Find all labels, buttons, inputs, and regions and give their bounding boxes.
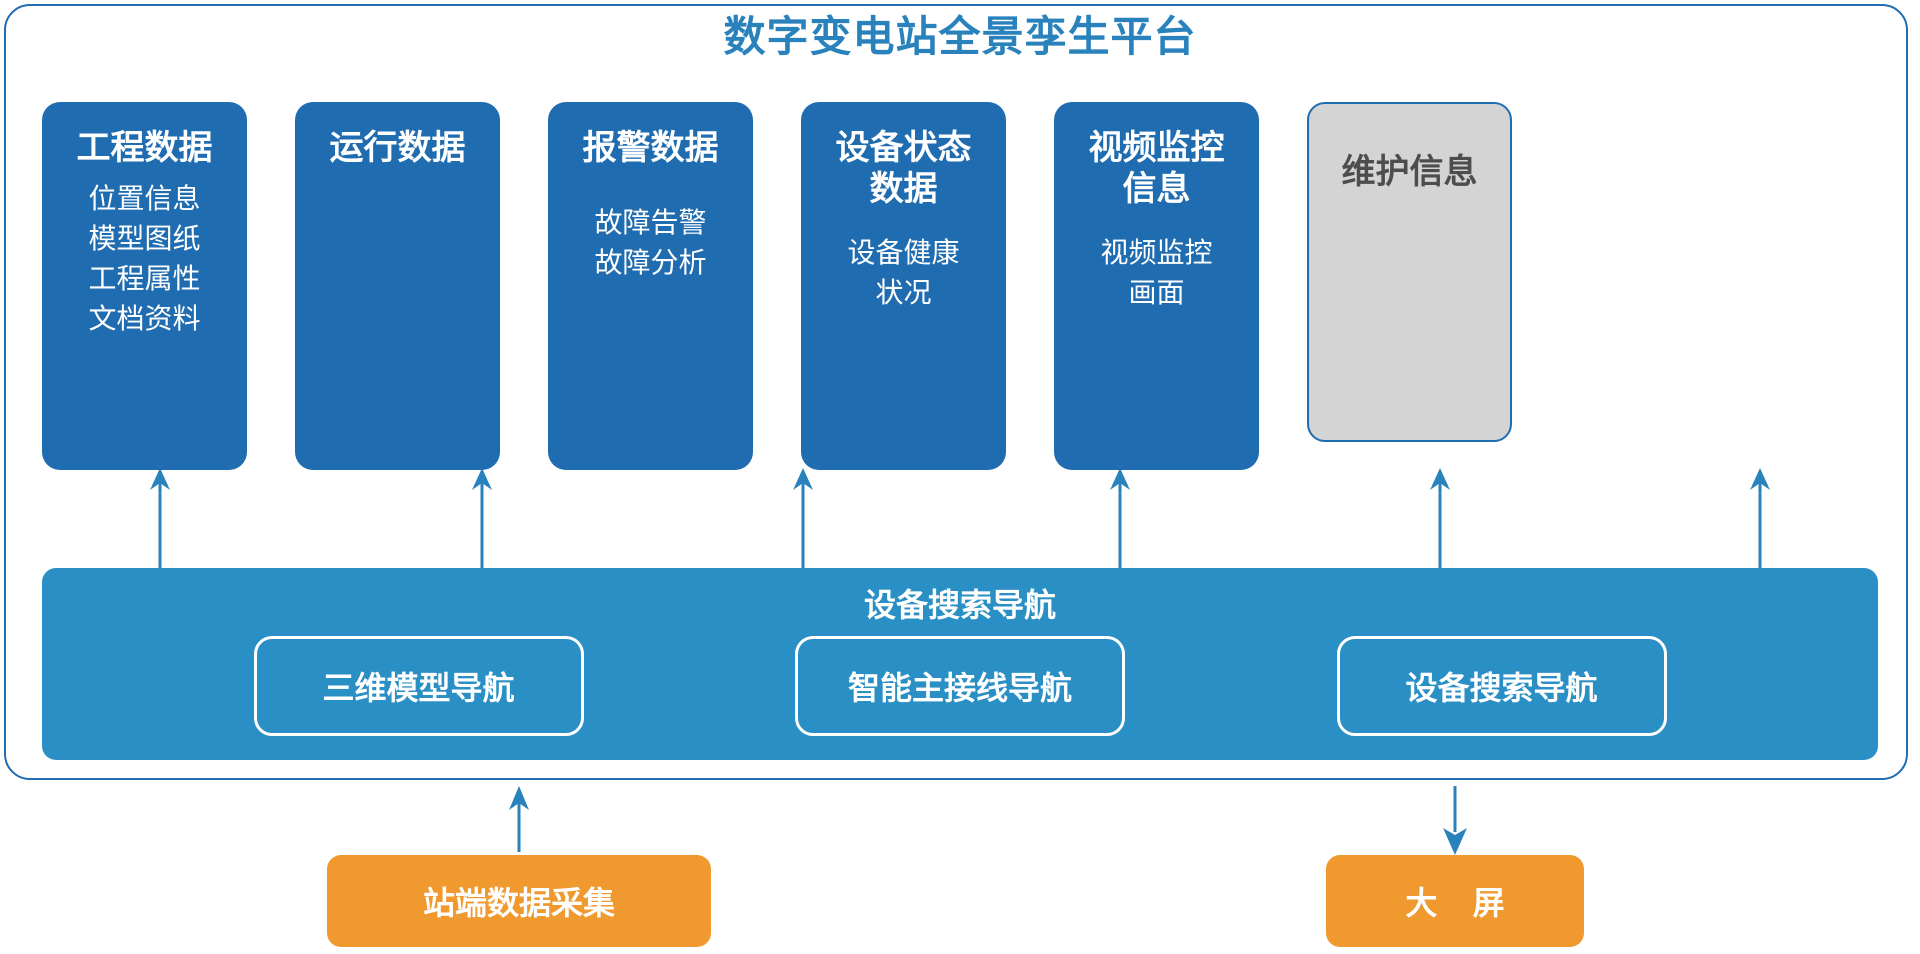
card-title: 运行数据 xyxy=(329,128,466,168)
nav-bar-title: 设备搜索导航 xyxy=(863,586,1056,624)
card-item: 工程属性 xyxy=(88,261,201,295)
card-title: 工程数据 xyxy=(76,128,213,168)
card-engineering-data[interactable]: 工程数据 位置信息 模型图纸 工程属性 文档资料 xyxy=(42,102,247,470)
card-item: 模型图纸 xyxy=(88,222,201,256)
nav-button-group: 三维模型导航 智能主接线导航 设备搜索导航 xyxy=(42,636,1878,736)
arrow-up-icon-collect xyxy=(509,786,529,810)
card-item: 状况 xyxy=(875,275,932,309)
nav-button-smart-wiring[interactable]: 智能主接线导航 xyxy=(795,636,1125,736)
nav-button-device-search[interactable]: 设备搜索导航 xyxy=(1336,636,1667,736)
card-item-list: 故障告警 故障分析 xyxy=(594,203,706,283)
card-alarm-data[interactable]: 报警数据 故障告警 故障分析 xyxy=(548,102,753,470)
data-card-row: 工程数据 位置信息 模型图纸 工程属性 文档资料 运行数据 报警数据 故障告警 … xyxy=(42,102,1878,470)
card-item: 故障分析 xyxy=(594,246,707,280)
page-title: 数字变电站全景孪生平台 xyxy=(723,12,1197,61)
card-title: 维护信息 xyxy=(1341,152,1478,192)
card-title: 视频监控 信息 xyxy=(1088,128,1225,210)
nav-button-3d-model[interactable]: 三维模型导航 xyxy=(253,636,584,736)
arrow-down-icon-screen xyxy=(1443,828,1467,855)
station-data-collection-box[interactable]: 站端数据采集 xyxy=(327,855,711,947)
card-operation-data[interactable]: 运行数据 xyxy=(295,102,500,470)
card-title: 设备状态 数据 xyxy=(835,128,972,210)
card-item-list: 设备健康 状况 xyxy=(847,233,959,313)
card-device-status-data[interactable]: 设备状态 数据 设备健康 状况 xyxy=(801,102,1006,470)
device-search-nav-bar: 设备搜索导航 三维模型导航 智能主接线导航 设备搜索导航 xyxy=(42,568,1878,760)
card-item-list: 视频监控 画面 xyxy=(1100,233,1212,313)
card-title: 报警数据 xyxy=(582,128,719,168)
card-item: 视频监控 xyxy=(1100,235,1213,269)
card-item-list: 位置信息 模型图纸 工程属性 文档资料 xyxy=(88,179,200,338)
card-item: 画面 xyxy=(1128,275,1185,309)
card-maintenance-info[interactable]: 维护信息 xyxy=(1307,102,1512,442)
card-item: 故障告警 xyxy=(594,206,707,240)
card-video-monitor-info[interactable]: 视频监控 信息 视频监控 画面 xyxy=(1054,102,1259,470)
large-screen-box[interactable]: 大 屏 xyxy=(1326,855,1584,947)
card-item: 位置信息 xyxy=(88,182,201,216)
card-item: 文档资料 xyxy=(88,301,201,335)
card-item: 设备健康 xyxy=(847,235,960,269)
